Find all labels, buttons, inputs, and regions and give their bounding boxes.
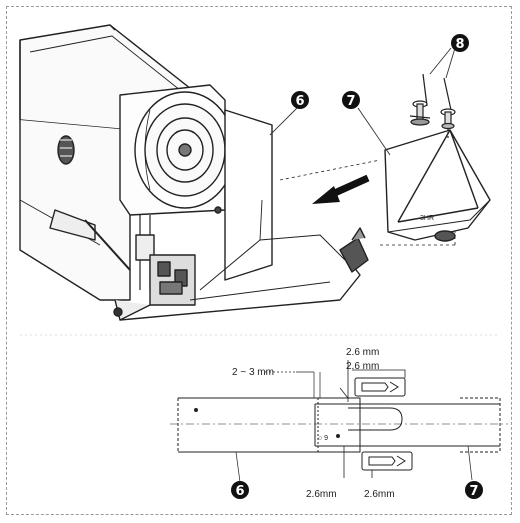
detail-callout-6: 6 <box>231 451 249 499</box>
lower-mechanism <box>113 254 196 321</box>
svg-text:7: 7 <box>346 94 355 109</box>
sewing-machine-illustration <box>19 24 456 321</box>
knee-lever <box>49 209 96 241</box>
clearance-detail: ○ 9 <box>170 360 508 478</box>
disc-center-screw <box>178 143 192 157</box>
callout-6: 6 <box>291 91 309 109</box>
machine-bed <box>19 120 131 301</box>
dim-top-lower: 2.6 mm <box>346 361 379 372</box>
dim-top-upper: 2.6 mm <box>346 347 379 358</box>
diagram-frame <box>6 6 512 515</box>
svg-text:6: 6 <box>295 94 304 109</box>
svg-text:7: 7 <box>469 484 478 499</box>
plate-7 <box>315 403 500 447</box>
callout-7: 7 <box>342 91 360 109</box>
screws-8 <box>409 73 456 140</box>
clip-bottom <box>361 451 413 471</box>
dim-bottom-left: 2.6mm <box>306 489 337 500</box>
svg-text:6: 6 <box>235 484 244 499</box>
svg-text:3HR: 3HR <box>420 215 434 222</box>
side-screw <box>57 135 75 165</box>
move-arrow <box>312 174 376 204</box>
dim-bottom-right: 2.6mm <box>364 489 395 500</box>
guide-line <box>279 159 381 181</box>
belt-cover-6 <box>224 109 273 281</box>
slot <box>348 407 403 431</box>
callout-8: 8 <box>451 34 469 52</box>
svg-text:8: 8 <box>455 37 464 52</box>
rail-bracket <box>339 237 369 273</box>
svg-text:○ 9: ○ 9 <box>318 435 328 442</box>
callout-leaders <box>269 47 456 156</box>
clip-top <box>352 369 406 397</box>
detail-callout-7: 7 <box>465 445 483 499</box>
plate-6 <box>178 397 361 453</box>
belt-cover-7: 3HR <box>384 129 491 242</box>
dim-gap: 2 ~ 3 mm <box>232 367 274 378</box>
